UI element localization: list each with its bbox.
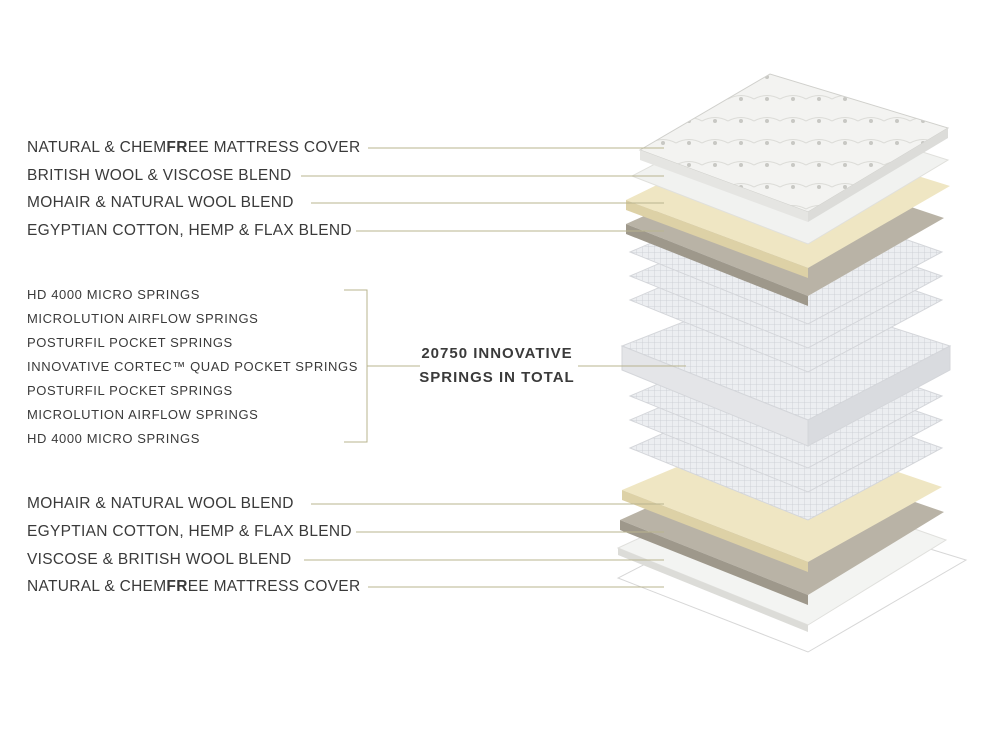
layer-label-cotton-top: EGYPTIAN COTTON, HEMP & FLAX BLEND [27,223,352,239]
spring-label-1: HD 4000 MICRO SPRINGS [27,287,200,302]
layer-label-mohair-top: MOHAIR & NATURAL WOOL BLEND [27,195,294,211]
layer-label-mohair-bottom: MOHAIR & NATURAL WOOL BLEND [27,496,294,512]
layer-label-text: VISCOSE & BRITISH WOOL BLEND [27,551,292,568]
spring-label-5: POSTURFIL POCKET SPRINGS [27,383,233,398]
layer-label-text: EGYPTIAN COTTON, HEMP & FLAX BLEND [27,222,352,239]
layer-label-text: BRITISH WOOL & VISCOSE BLEND [27,167,292,184]
layer-label-bottom-cover: NATURAL & CHEMFREE MATTRESS COVER [27,579,360,595]
layer-label-text: EE MATTRESS COVER [187,139,361,156]
layer-label-bold: FR [166,139,188,156]
layer-label-cotton-bottom: EGYPTIAN COTTON, HEMP & FLAX BLEND [27,524,352,540]
springs-total-callout: 20750 INNOVATIVE SPRINGS IN TOTAL [400,342,594,390]
layer-label-british-wool: BRITISH WOOL & VISCOSE BLEND [27,168,292,184]
layer-label-text: EGYPTIAN COTTON, HEMP & FLAX BLEND [27,523,352,540]
layer-label-viscose-bottom: VISCOSE & BRITISH WOOL BLEND [27,552,292,568]
spring-label-6: MICROLUTION AIRFLOW SPRINGS [27,407,259,422]
layer-label-text: MOHAIR & NATURAL WOOL BLEND [27,194,294,211]
spring-label-4: INNOVATIVE CORTEC™ QUAD POCKET SPRINGS [27,359,358,374]
springs-total-line2: SPRINGS IN TOTAL [419,369,575,386]
layer-label-text: MOHAIR & NATURAL WOOL BLEND [27,495,294,512]
layer-label-bold: FR [166,578,188,595]
layer-label-text: NATURAL & CHEM [27,578,167,595]
spring-label-7: HD 4000 MICRO SPRINGS [27,431,200,446]
spring-label-3: POSTURFIL POCKET SPRINGS [27,335,233,350]
springs-total-line1: 20750 INNOVATIVE [421,345,573,362]
spring-label-2: MICROLUTION AIRFLOW SPRINGS [27,311,259,326]
layer-label-text: NATURAL & CHEM [27,139,167,156]
layer-label-top-cover: NATURAL & CHEMFREE MATTRESS COVER [27,140,360,156]
layer-label-text: EE MATTRESS COVER [187,578,361,595]
